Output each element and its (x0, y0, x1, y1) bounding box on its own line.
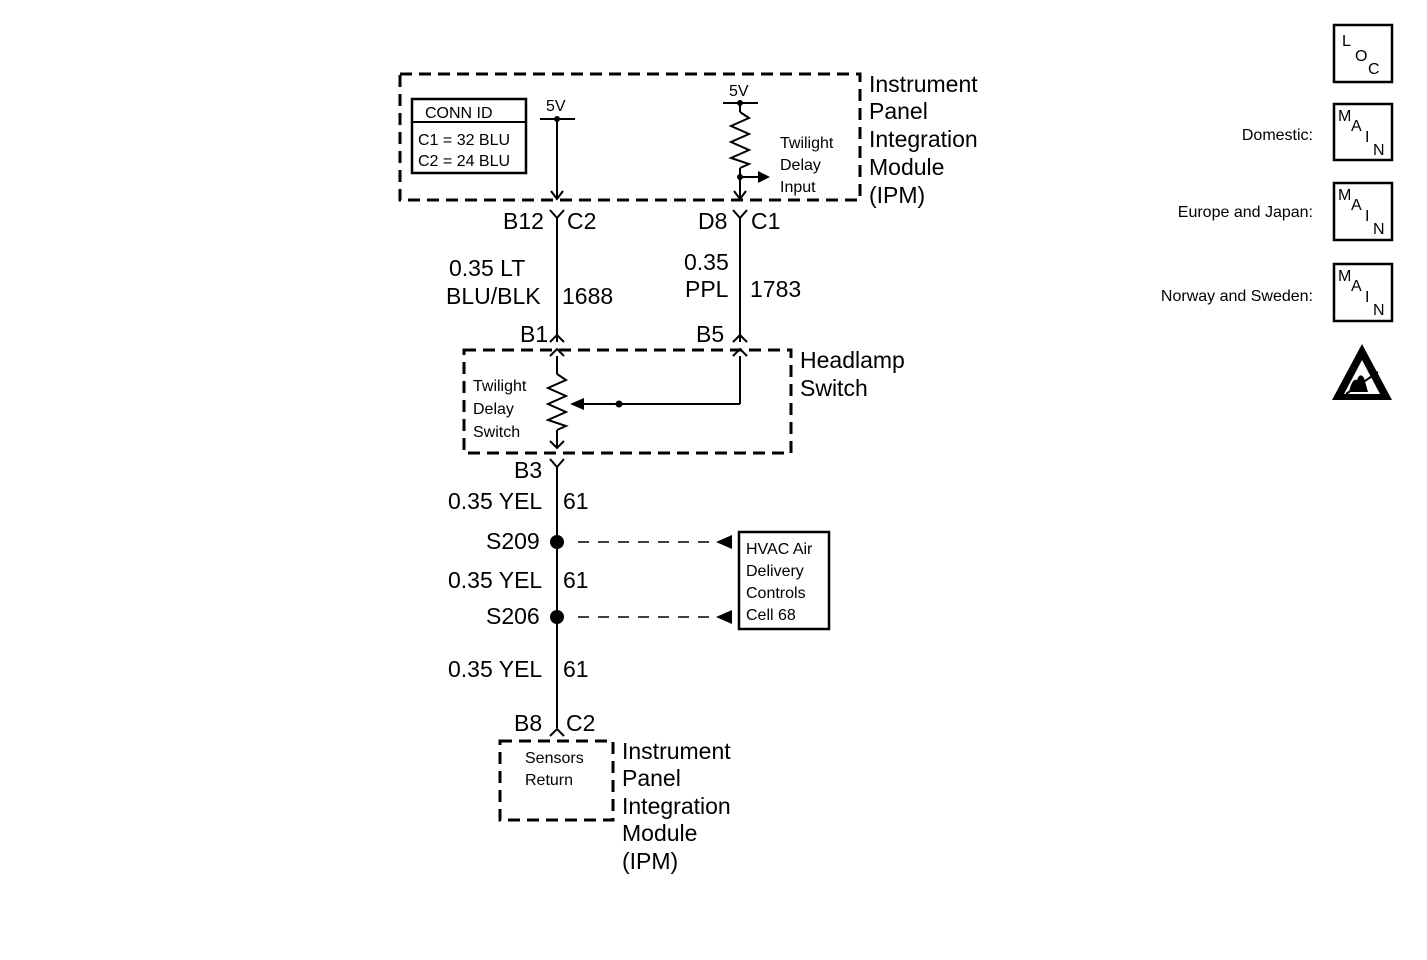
twilight-delay-input: Twilight Delay Input (780, 135, 838, 196)
supply-right-label: 5V (729, 83, 749, 100)
seg1-gauge: 0.35 YEL (448, 488, 542, 514)
svg-text:A: A (1351, 197, 1362, 214)
connector-b3: B3 (514, 457, 565, 483)
ipm-bottom-name: Instrument Panel Integration Module (IPM… (622, 738, 737, 874)
s206-arrow-icon (716, 610, 732, 624)
svg-text:M: M (1338, 108, 1351, 125)
main-button-norway-sweden[interactable]: M A I N (1332, 262, 1394, 323)
s209-arrow-icon (716, 535, 732, 549)
conn-id-title: CONN ID (425, 105, 493, 122)
headlamp-switch-name: Headlamp Switch (800, 347, 911, 401)
pin-b1: B1 (520, 321, 548, 347)
input-arrow-icon (758, 171, 770, 183)
ipm-bottom-boundary (498, 739, 615, 822)
supply-right: 5V (723, 83, 770, 201)
supply-left-label: 5V (546, 98, 566, 115)
svg-text:N: N (1373, 142, 1385, 159)
connector-b8-c2: B8 C2 (514, 710, 595, 737)
pullup-resistor-icon (728, 111, 752, 169)
wire-1688-gauge: 0.35 LT BLU/BLK (446, 255, 541, 309)
pin-b8: B8 (514, 710, 542, 736)
connector-d8-c1: D8 C1 (698, 208, 780, 234)
legend-domestic: Domestic: (1242, 127, 1313, 144)
pin-b5: B5 (696, 321, 724, 347)
conn-c1-top: C1 (751, 208, 780, 234)
connector-b12-c2: B12 C2 (503, 208, 596, 234)
svg-text:I: I (1365, 129, 1369, 146)
wire-1783-gauge: 0.35 PPL (684, 249, 735, 302)
pin-d8: D8 (698, 208, 727, 234)
main-button-domestic[interactable]: M A I N (1332, 102, 1394, 162)
conn-c2-top: C2 (567, 208, 596, 234)
conn-id-line-1: C1 = 32 BLU (418, 132, 510, 149)
supply-left: 5V (540, 98, 575, 201)
wire-1688-circuit: 1688 (562, 283, 613, 309)
svg-text:I: I (1365, 208, 1369, 225)
seg2-circuit: 61 (563, 567, 589, 593)
splice-s206 (550, 610, 564, 624)
svg-text:N: N (1373, 302, 1385, 319)
pin-b12: B12 (503, 208, 544, 234)
hvac-reference-text: HVAC Air Delivery Controls Cell 68 (746, 541, 817, 624)
conn-c2-bottom: C2 (566, 710, 595, 736)
splice-s209 (550, 535, 564, 549)
connector-b1: B1 (520, 321, 565, 357)
hvac-reference-box[interactable] (737, 530, 831, 631)
svg-text:A: A (1351, 118, 1362, 135)
svg-text:N: N (1373, 221, 1385, 238)
headlamp-switch-boundary (462, 348, 793, 455)
main-button-europe-japan[interactable]: M A I N (1332, 181, 1394, 242)
splice-s209-label: S209 (486, 528, 540, 554)
legend-norway-sweden: Norway and Sweden: (1161, 288, 1313, 305)
splice-s206-label: S206 (486, 603, 540, 629)
seg3-gauge: 0.35 YEL (448, 656, 542, 682)
legend-europe-japan: Europe and Japan: (1178, 204, 1313, 221)
conn-id-box: CONN ID C1 = 32 BLU C2 = 24 BLU (410, 97, 528, 175)
svg-text:M: M (1338, 187, 1351, 204)
twilight-delay-switch: Twilight Delay Switch (473, 378, 531, 441)
esd-warning-icon[interactable] (1332, 344, 1392, 400)
svg-text:C: C (1368, 61, 1380, 78)
pin-b3: B3 (514, 457, 542, 483)
conn-id-line-2: C2 = 24 BLU (418, 153, 510, 170)
ipm-top-name: Instrument Panel Integration Module (IPM… (869, 71, 984, 208)
svg-text:A: A (1351, 278, 1362, 295)
wire-1783-circuit: 1783 (750, 276, 801, 302)
seg3-circuit: 61 (563, 656, 589, 682)
potentiometer-icon (545, 356, 741, 450)
ipm-top-boundary (398, 72, 862, 202)
seg1-circuit: 61 (563, 488, 589, 514)
sensors-return: Sensors Return (525, 750, 588, 789)
connector-b5: B5 (696, 321, 748, 357)
loc-button[interactable]: L O C (1332, 23, 1394, 84)
svg-text:M: M (1338, 268, 1351, 285)
seg2-gauge: 0.35 YEL (448, 567, 542, 593)
svg-text:O: O (1355, 48, 1367, 65)
svg-text:L: L (1342, 33, 1351, 50)
svg-text:I: I (1365, 289, 1369, 306)
